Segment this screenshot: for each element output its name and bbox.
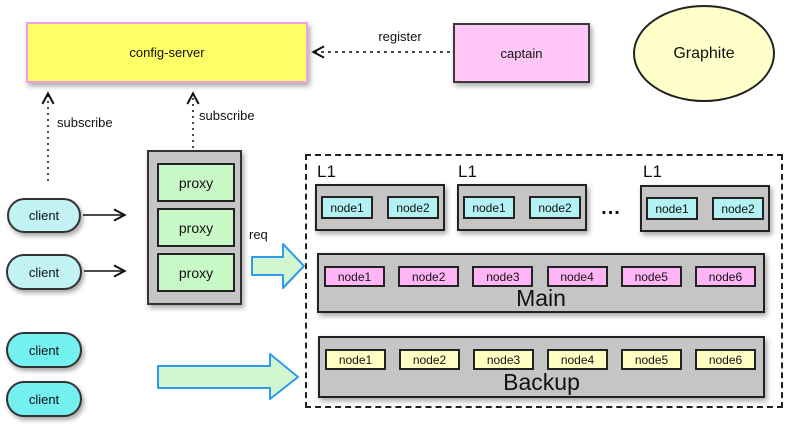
backup-pool-nodes: node1 node2 node3 node4 node5 node6 <box>320 338 763 370</box>
backup-node: node5 <box>621 349 682 370</box>
graphite-ellipse: Graphite <box>633 5 775 102</box>
client-box-1: client <box>7 198 81 233</box>
backup-node: node2 <box>399 349 460 370</box>
client-box-3: client <box>6 332 82 368</box>
register-label: register <box>378 29 422 44</box>
main-node: node1 <box>324 266 385 287</box>
l1-group-box-2: node1 node2 <box>457 184 587 231</box>
backup-pool-box: node1 node2 node3 node4 node5 node6 Back… <box>318 336 765 398</box>
proxy-container: proxy proxy proxy <box>147 150 242 305</box>
backup-pool-title: Backup <box>503 368 580 395</box>
req-block-arrow <box>251 243 305 289</box>
backup-block-arrow <box>157 353 299 400</box>
backup-node: node4 <box>547 349 608 370</box>
main-pool-nodes: node1 node2 node3 node4 node5 node6 <box>319 255 763 287</box>
l1-node: node1 <box>321 196 373 219</box>
l1-group-box-1: node1 node2 <box>315 184 445 231</box>
backup-node: node6 <box>695 349 756 370</box>
l1-group-label-3: L1 <box>643 162 662 181</box>
main-node: node4 <box>546 266 608 287</box>
client-box-2: client <box>6 254 82 290</box>
l1-group-label-2: L1 <box>458 162 477 181</box>
l1-group-box-3: node1 node2 <box>640 185 770 232</box>
proxy-box-2: proxy <box>157 208 235 247</box>
l1-node: node2 <box>529 196 581 219</box>
l1-group-label-1: L1 <box>317 162 336 181</box>
main-node: node2 <box>398 266 460 287</box>
l1-ellipsis: ... <box>601 197 621 219</box>
cluster-dashed-boundary <box>305 154 783 408</box>
req-label: req <box>249 227 268 242</box>
main-pool-box: node1 node2 node3 node4 node5 node6 Main <box>317 253 765 313</box>
main-node: node6 <box>694 266 756 287</box>
l1-node: node2 <box>387 196 439 219</box>
main-node: node5 <box>620 266 682 287</box>
main-pool-title: Main <box>516 285 566 311</box>
proxy-box-3: proxy <box>157 253 235 292</box>
l1-node: node1 <box>646 197 698 220</box>
backup-node: node3 <box>473 349 534 370</box>
config-server-box: config-server <box>26 22 308 83</box>
l1-node: node2 <box>712 197 764 220</box>
main-node: node3 <box>472 266 534 287</box>
subscribe-label-left: subscribe <box>57 115 113 130</box>
proxy-box-1: proxy <box>157 163 235 202</box>
client-box-4: client <box>6 381 82 417</box>
subscribe-label-right: subscribe <box>199 108 255 123</box>
backup-node: node1 <box>325 349 386 370</box>
captain-box: captain <box>453 23 590 83</box>
l1-node: node1 <box>463 196 515 219</box>
